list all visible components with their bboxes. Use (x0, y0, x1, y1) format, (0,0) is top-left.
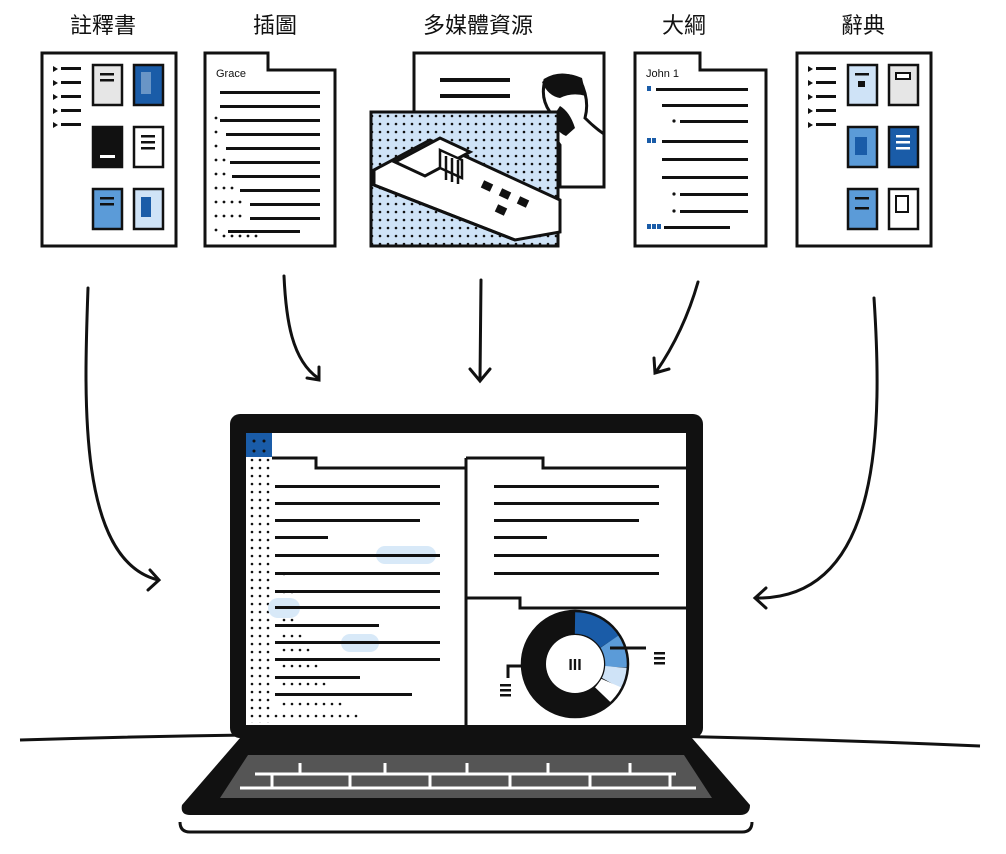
label-illustration: 插圖 (252, 14, 297, 39)
illustration-tag: Grace (216, 68, 246, 80)
arrow-outline (654, 280, 700, 374)
donut-chart: III (500, 609, 665, 719)
commentary-document-icon (40, 51, 178, 248)
flow-arrows (84, 274, 879, 610)
arrow-multimedia (478, 278, 483, 382)
label-outline: 大綱 (661, 14, 706, 39)
outline-tag: John 1 (646, 68, 679, 80)
illustration-document-icon: Grace (203, 51, 337, 248)
multimedia-icon (369, 51, 606, 248)
label-multimedia: 多媒體資源 (422, 14, 533, 39)
arrow-commentary (84, 286, 160, 582)
donut-center-label: III (568, 657, 581, 674)
label-dictionary: 辭典 (840, 14, 885, 39)
arrow-illustration (282, 274, 320, 380)
dictionary-document-icon (795, 51, 933, 248)
outline-document-icon: John 1 (633, 51, 768, 248)
label-commentary: 註釋書 (69, 14, 136, 39)
arrow-dictionary (754, 296, 879, 600)
laptop-icon: III (19, 414, 981, 834)
